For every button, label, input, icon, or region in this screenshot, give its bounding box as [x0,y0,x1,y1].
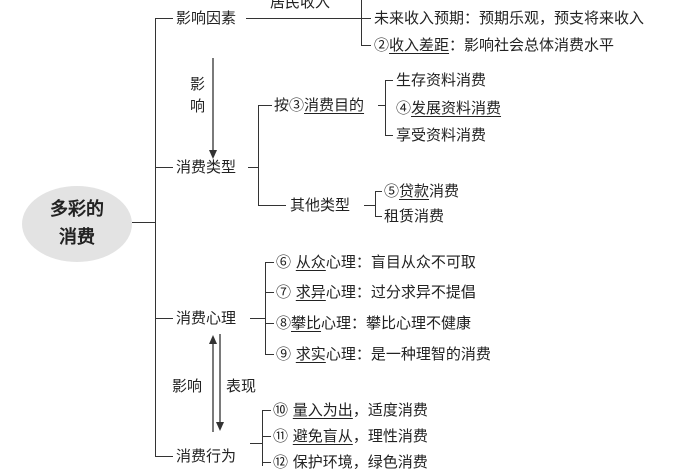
connector [361,18,371,19]
connector [248,167,259,168]
down-arrow-icon [209,58,217,159]
connector [262,436,271,437]
purpose-item: 生存资料消费 [396,71,487,89]
connector [364,205,376,206]
connector [250,443,262,444]
connector [361,45,371,46]
connector [246,18,362,19]
connector [375,216,382,217]
influence-label: 影响 [190,75,206,115]
factor-item: 未来收入预期：预期乐观，预支将来收入 [374,9,645,27]
connector [375,191,382,192]
connector [265,354,274,355]
trunk-line [155,18,156,456]
connector [385,80,393,81]
psychology-item: ⑦ 求异心理：过分求异不提倡 [276,283,476,301]
behavior-item: ⑫ 保护环境，绿色消费 [273,453,428,470]
connector [258,105,272,106]
connector [265,292,274,293]
psychology-node: 消费心理 [176,309,237,327]
connector [385,135,393,136]
purpose-item: 享受资料消费 [396,126,487,144]
factors-node: 影响因素 [176,9,237,27]
types-node: 消费类型 [176,158,237,176]
connector [155,456,173,457]
connector [250,318,265,319]
bracket [262,410,263,466]
connector [258,205,286,206]
behavior-item: ⑩ 量入为出，适度消费 [273,401,428,419]
bracket [361,0,362,45]
connector [378,105,386,106]
purpose-item: ④发展资料消费 [396,99,502,117]
connector [155,167,173,168]
psychology-item: ⑨ 求实心理：是一种理智的消费 [276,345,491,363]
psychology-item: ⑧攀比心理：攀比心理不健康 [276,314,472,332]
behavior-item: ⑪ 避免盲从，理性消费 [273,427,428,445]
other-types-node: 其他类型 [290,196,351,214]
double-arrow-icon [209,334,224,432]
influence-label-2: 影响 [172,377,203,395]
manifest-label: 表现 [226,377,257,395]
psychology-item: ⑥ 从众心理：盲目从众不可取 [276,253,476,271]
connector [155,18,173,19]
root-node: 多彩的 消费 [22,186,132,262]
connector [265,262,274,263]
income-label: 居民收入 [270,0,331,11]
root-line2: 消费 [59,227,95,248]
bracket [375,191,376,216]
connector [262,462,271,463]
other-item: 租赁消费 [384,207,445,225]
root-line1: 多彩的 [50,199,104,220]
purpose-node: 按③消费目的 [274,96,365,114]
other-item: ⑤贷款消费 [384,182,460,200]
factor-item: ②收入差距：影响社会总体消费水平 [374,36,615,54]
bracket [385,80,386,135]
behavior-node: 消费行为 [176,447,237,465]
connector [155,318,173,319]
bracket [265,262,266,354]
connector [262,410,271,411]
connector [265,323,274,324]
connector [132,222,156,223]
bracket [258,105,259,205]
